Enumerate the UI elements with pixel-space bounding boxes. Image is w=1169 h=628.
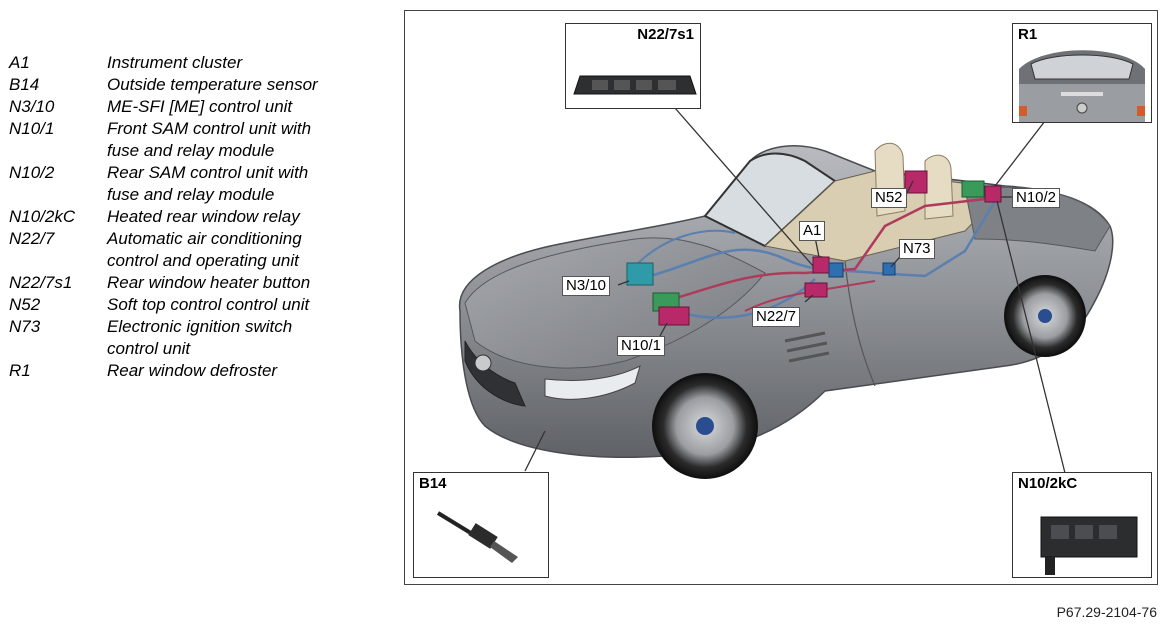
unit-a1-blue (828, 262, 844, 278)
car-hood (464, 237, 766, 369)
harness-red (664, 197, 986, 303)
legend-code: N73 (9, 317, 41, 336)
unit-n3-10 (626, 262, 654, 286)
legend-description: Front SAM control unit with fuse and rel… (107, 119, 312, 160)
unit-n10-1-magenta (658, 306, 690, 326)
unit-a1 (812, 256, 830, 274)
legend-row: B14 Outside temperature sensor (9, 74, 389, 96)
inset-n10-2kc: N10/2kC (1012, 472, 1152, 578)
front-hub (696, 417, 714, 435)
unit-n10-2-magenta (984, 185, 1002, 203)
legend-code: N10/1 (9, 119, 55, 138)
legend-code: A1 (9, 53, 30, 72)
legend-code: N22/7 (9, 229, 55, 248)
relay-module-image (1040, 516, 1138, 575)
tag-n73: N73 (899, 239, 935, 259)
tag-n3-10: N3/10 (562, 276, 611, 296)
door-line (844, 260, 876, 387)
legend-code: N22/7s1 (9, 273, 73, 292)
legend-row: N22/7 Automatic air conditioning control … (9, 228, 389, 272)
harness-blue (674, 278, 816, 319)
legend-description: ME-SFI [ME] control unit (107, 97, 293, 116)
rear-window-image (1019, 50, 1145, 122)
legend-description: Instrument cluster (107, 53, 243, 72)
seat (924, 154, 954, 220)
legend-row: N10/2kC Heated rear window relay (9, 206, 389, 228)
tag-n10-1: N10/1 (617, 336, 666, 356)
figure-reference: P67.29-2104-76 (1056, 604, 1157, 620)
legend-code: N10/2 (9, 163, 55, 182)
inset-title: N10/2kC (1018, 475, 1078, 492)
tag-n22-7: N22/7 (752, 307, 801, 327)
unit-n10-2-green (961, 180, 985, 198)
legend-code: N52 (9, 295, 41, 314)
legend-code: R1 (9, 361, 31, 380)
legend-row: N3/10 ME-SFI [ME] control unit (9, 96, 389, 118)
rear-hub (1038, 309, 1052, 323)
diagram-frame: N22/7s1 R1 B14 N10/2kC (404, 10, 1158, 585)
legend-row: A1 Instrument cluster (9, 52, 389, 74)
harness-blue (649, 200, 997, 278)
harness-blue (634, 229, 736, 267)
legend-code: N10/2kC (9, 207, 76, 226)
button-panel-image (573, 75, 697, 95)
inset-n22-7s1: N22/7s1 (565, 23, 701, 109)
legend-description: Rear window defroster (107, 361, 278, 380)
tag-n52: N52 (871, 188, 907, 208)
legend-description: Soft top control control unit (107, 295, 310, 314)
side-vents (784, 331, 830, 363)
legend-description: Heated rear window relay (107, 207, 300, 226)
tag-a1: A1 (799, 221, 826, 241)
inset-title: N22/7s1 (637, 26, 694, 43)
legend-row: N10/1 Front SAM control unit with fuse an… (9, 118, 389, 162)
leader-lines (524, 107, 1066, 474)
headlight (544, 365, 641, 400)
unit-n52 (904, 170, 928, 194)
legend-description: Rear SAM control unit with fuse and rela… (107, 163, 309, 204)
windshield (703, 152, 837, 248)
temperature-sensor-image (436, 511, 518, 563)
legend-code: N3/10 (9, 97, 55, 116)
legend-row: R1 Rear window defroster (9, 360, 389, 382)
legend-row: N52 Soft top control control unit (9, 294, 389, 316)
car-illustration (458, 107, 1114, 479)
inset-b14: B14 (413, 472, 549, 578)
star-emblem (474, 354, 492, 372)
legend-row: N22/7s1 Rear window heater button (9, 272, 389, 294)
legend-description: Outside temperature sensor (107, 75, 318, 94)
inset-title: R1 (1018, 26, 1038, 43)
legend-code: B14 (9, 75, 40, 94)
legend-description: Automatic air conditioning control and o… (107, 229, 302, 270)
legend-description: Electronic ignition switch control unit (107, 317, 293, 358)
tag-n10-2: N10/2 (1012, 188, 1061, 208)
legend-row: N73 Electronic ignition switch control un… (9, 316, 389, 360)
inset-title: B14 (419, 475, 447, 492)
unit-n22-7 (804, 282, 828, 298)
inset-r1: R1 (1012, 23, 1152, 123)
legend-row: N10/2 Rear SAM control unit with fuse and… (9, 162, 389, 206)
legend-description: Rear window heater button (107, 273, 311, 292)
